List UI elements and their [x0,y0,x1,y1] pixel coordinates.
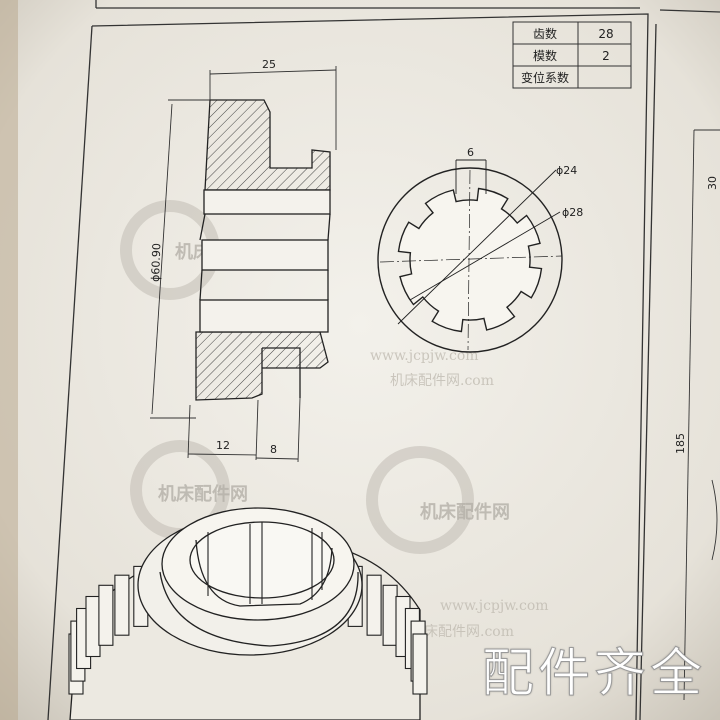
spline-bores [199,189,331,333]
gear-section-view: ϕ60.90 25 12 8 [149,58,337,463]
dimension-overall-width [209,66,337,150]
watermark-logo-text: 机床配件网 [420,501,510,523]
dimension-bottom [187,397,301,463]
gear-tooth [98,584,114,646]
table-label-module: 模数 [533,48,557,63]
gear-tooth [382,584,398,646]
label-slot-width: 8 [270,443,277,456]
label-overall-width: 25 [262,58,276,71]
label-spline-outer-diameter: ϕ28 [562,206,583,219]
gear-tooth [366,574,382,636]
spline-profile [397,187,543,333]
watermark-cn-url: 机床配件网.com [390,373,494,389]
gear-isometric-view [68,507,428,720]
sheet-frame [47,0,720,720]
label-spline-width: 6 [467,146,474,159]
label-hub-width: 12 [216,439,230,452]
paper-edge-shadow [0,0,18,720]
dimension-outer-diameter [150,99,210,419]
table-value-module: 2 [602,49,610,63]
right-sheet-partial [683,129,720,701]
caption-overlay: 配件齐全 [481,644,706,705]
gear-tooth [412,633,428,695]
table-label-teeth: 齿数 [533,26,557,41]
watermark-cn-url: 机床配件网.com [410,624,514,640]
param-table: 齿数 28 模数 2 变位系数 [512,21,632,89]
label-right-height: 185 [674,433,687,454]
watermark-url: www.jcpjw.com [370,348,479,364]
watermark-logo-text: 机床配件网 [158,483,248,505]
gear-tooth [114,574,130,636]
table-value-teeth: 28 [598,27,613,41]
label-outer-diameter: ϕ60.90 [149,243,163,282]
gear-tooth [85,595,101,658]
section-lower-hatch [195,331,329,401]
spline-end-view [377,159,563,353]
label-right-partial: 30 [706,176,719,190]
label-spline-inner-diameter: ϕ24 [556,164,577,177]
watermark-url: www.jcpjw.com [440,598,549,614]
table-label-shift-coef: 变位系数 [521,70,569,85]
